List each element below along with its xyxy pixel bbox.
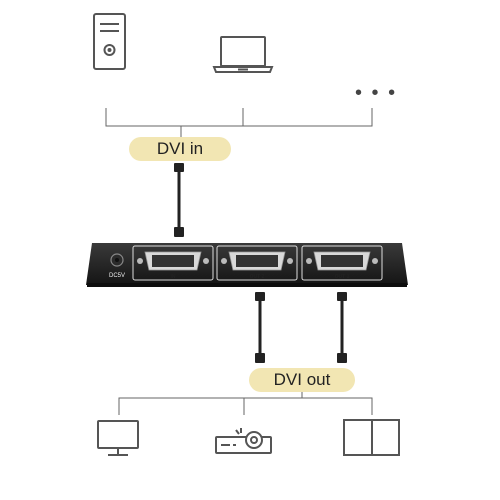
dvi-in-label: DVI in — [129, 137, 231, 161]
desktop-tower-icon — [93, 13, 126, 70]
port-out2 — [216, 245, 298, 281]
power-label: DC5V — [108, 273, 125, 279]
split-screen-icon — [343, 419, 400, 456]
dvi-input-cable — [174, 163, 184, 237]
projector-icon — [215, 428, 272, 454]
port-out1 — [301, 245, 383, 281]
more-sources-indicator: • • • — [355, 82, 398, 104]
port-in — [132, 245, 214, 281]
dvi-output-cable-1 — [337, 292, 347, 363]
dvi-splitter-device — [86, 243, 408, 287]
laptop-icon — [212, 36, 274, 73]
output-bracket — [118, 392, 373, 415]
port-in-label: IN — [170, 274, 176, 280]
dvi-output-cable-2 — [255, 292, 265, 363]
port-out2-label: OUT 2 — [249, 274, 265, 280]
monitor-icon — [97, 420, 139, 456]
dvi-out-label: DVI out — [249, 368, 355, 392]
port-out1-label: OUT 1 — [334, 274, 350, 280]
